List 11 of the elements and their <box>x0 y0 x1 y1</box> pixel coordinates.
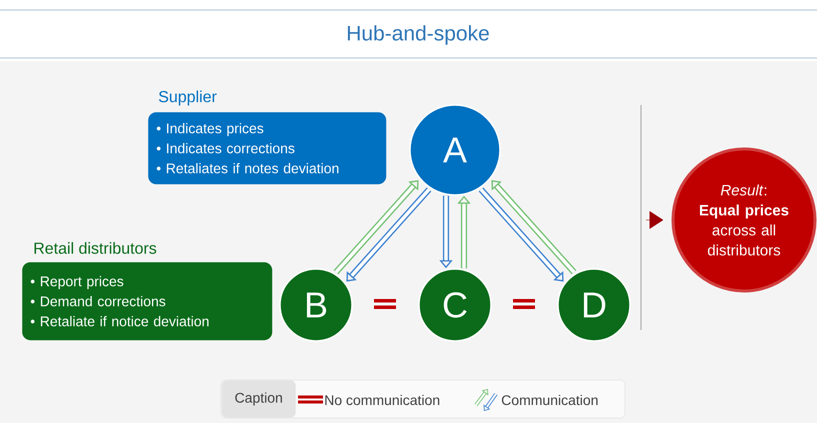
group-heading: Supplier <box>158 90 217 106</box>
legend-heading: Caption <box>222 380 296 418</box>
legend-text: Communication <box>502 394 598 406</box>
hollow-arrow <box>334 180 419 274</box>
group-heading: Retail distributors <box>34 242 156 254</box>
title: Hub-and-spoke <box>348 25 489 45</box>
legend-text: No communication <box>325 394 440 406</box>
bullet-box: • Report prices • Demand corrections • Retaliate if notice deviation <box>22 262 272 340</box>
bullet-box: • Indicates prices • Indicates corrections • Retaliates if notes deviation <box>148 112 386 184</box>
pointer-arrow <box>646 211 664 229</box>
hollow-arrow <box>491 180 576 274</box>
